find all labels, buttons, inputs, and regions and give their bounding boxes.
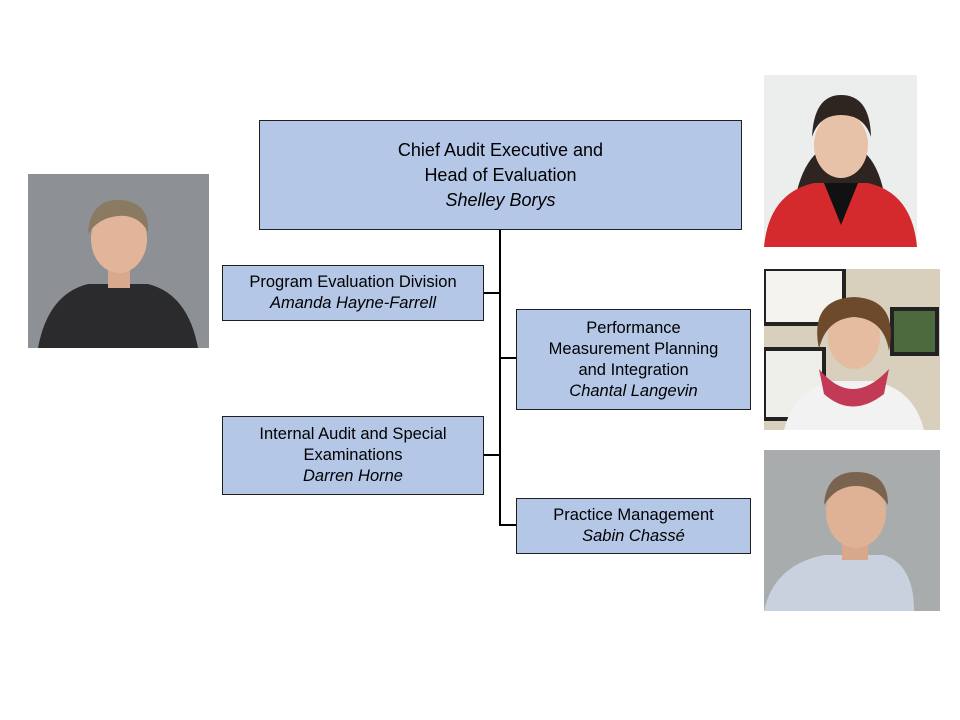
connector-trunk bbox=[499, 229, 501, 526]
node-title: Internal Audit and Special bbox=[259, 425, 447, 443]
node-person-name: Sabin Chassé bbox=[582, 527, 685, 545]
node-person-name: Amanda Hayne-Farrell bbox=[270, 294, 436, 312]
photo-chantal-langevin bbox=[764, 269, 940, 430]
photo-amanda-hayne-farrell bbox=[28, 174, 209, 348]
node-title: Head of Evaluation bbox=[424, 164, 577, 185]
connector-program-evaluation bbox=[483, 292, 500, 294]
connector-performance-measurement bbox=[500, 357, 516, 359]
node-internal-audit: Internal Audit and Special Examinations … bbox=[222, 416, 484, 495]
node-program-evaluation: Program Evaluation Division Amanda Hayne… bbox=[222, 265, 484, 321]
node-title: Chief Audit Executive and bbox=[397, 139, 604, 160]
node-title: Measurement Planning bbox=[548, 339, 719, 358]
node-performance-measurement: Performance Measurement Planning and Int… bbox=[516, 309, 751, 410]
node-head: Chief Audit Executive and Head of Evalua… bbox=[259, 120, 742, 230]
node-title: Practice Management bbox=[553, 506, 714, 524]
node-person-name: Chantal Langevin bbox=[569, 381, 698, 400]
photo-shelley-borys bbox=[764, 75, 917, 247]
photo-sabin-chasse bbox=[764, 450, 940, 611]
node-title: Program Evaluation Division bbox=[249, 273, 457, 291]
node-practice-management: Practice Management Sabin Chassé bbox=[516, 498, 751, 554]
node-person-name: Darren Horne bbox=[303, 467, 403, 485]
node-title: Performance bbox=[586, 318, 681, 337]
connector-practice-management bbox=[500, 524, 516, 526]
node-person-name: Shelley Borys bbox=[445, 189, 556, 210]
node-title: and Integration bbox=[578, 360, 689, 379]
connector-internal-audit bbox=[483, 454, 500, 456]
node-title: Examinations bbox=[303, 446, 403, 464]
